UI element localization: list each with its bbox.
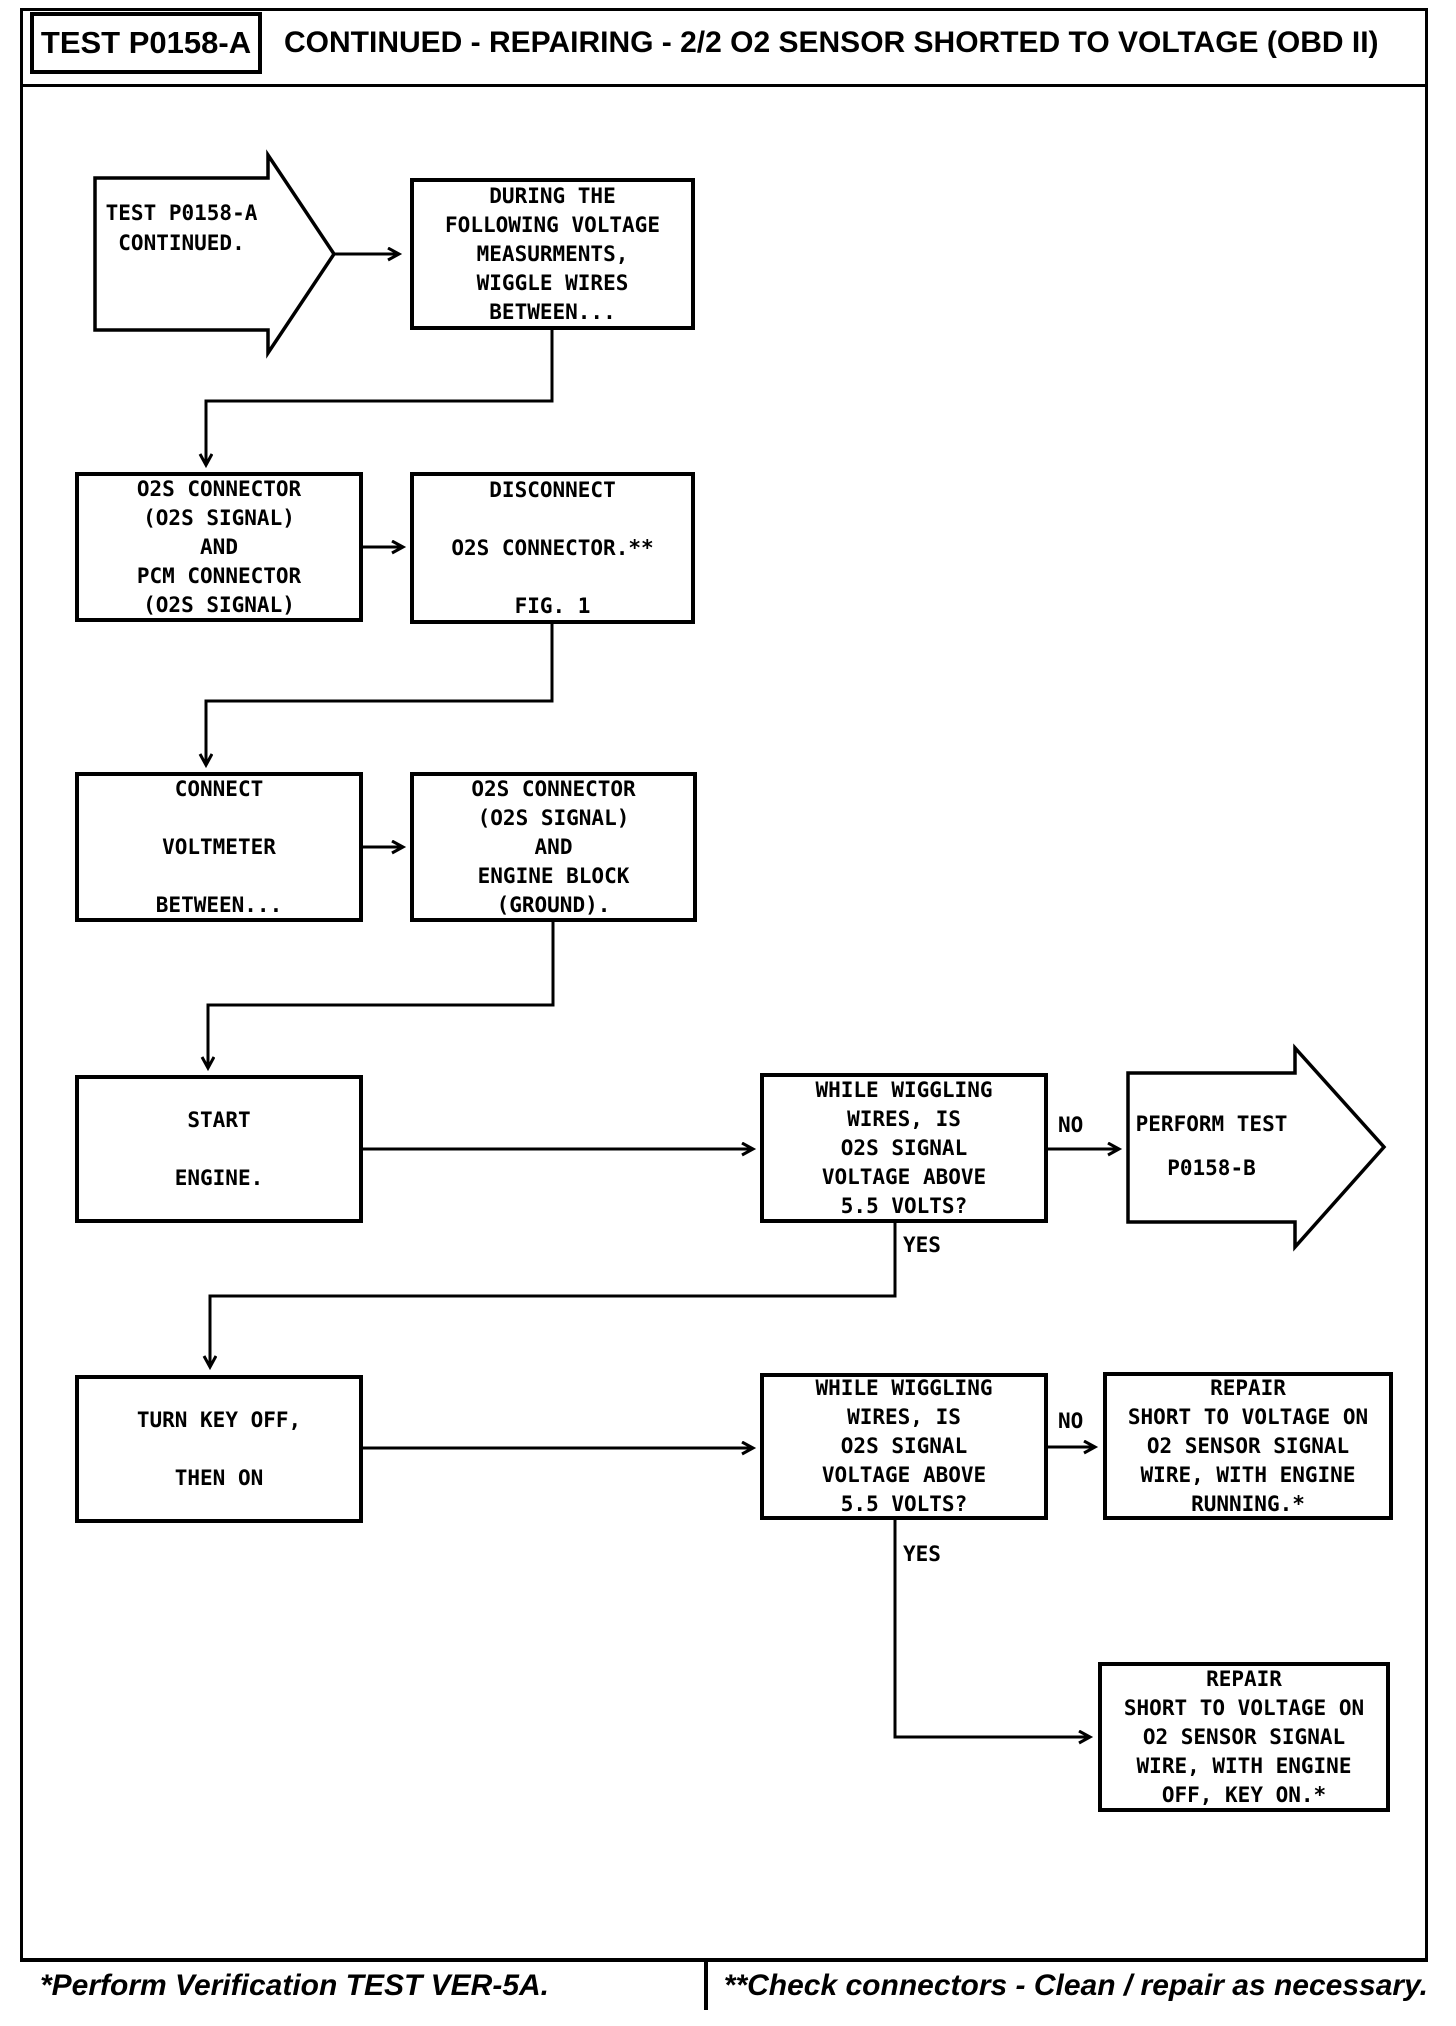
node-line: WIGGLE WIRES xyxy=(476,270,629,295)
node-continued-entry: TEST P0158-A CONTINUED. xyxy=(95,198,268,258)
footer-note-connectors: **Check connectors - Clean / repair as n… xyxy=(703,1962,1428,2010)
edge-engine-block-to-start-engine xyxy=(208,922,555,1067)
node-line: ENGINE BLOCK xyxy=(477,863,630,888)
node-line: VOLTAGE ABOVE xyxy=(821,1463,987,1487)
edge-decision1-yes xyxy=(210,1223,897,1366)
node-line: P0158-B xyxy=(1167,1156,1256,1180)
node-line: REPAIR xyxy=(1210,1375,1286,1400)
node-line: SHORT TO VOLTAGE ON xyxy=(1127,1404,1369,1429)
node-line: WIRE, WITH ENGINE xyxy=(1136,1753,1352,1778)
node-line: ENGINE. xyxy=(174,1165,264,1190)
footer-note-verification: *Perform Verification TEST VER-5A. xyxy=(40,1969,550,2002)
node-line: (O2S SIGNAL) xyxy=(143,592,295,617)
edge-during-to-o2s-pcm xyxy=(206,330,554,464)
node-line: O2 SENSOR SIGNAL xyxy=(1146,1433,1350,1458)
node-line: DISCONNECT xyxy=(489,477,616,502)
node-o2s-engine-block: O2S CONNECTOR (O2S SIGNAL) AND ENGINE BL… xyxy=(410,772,697,922)
node-line: FIG. 1 xyxy=(514,593,591,618)
node-perform-test: PERFORM TEST P0158-B xyxy=(1128,1102,1295,1190)
node-decision-wiggle-2: WHILE WIGGLING WIRES, IS O2S SIGNAL VOLT… xyxy=(760,1373,1048,1520)
node-line: PERFORM TEST xyxy=(1135,1112,1288,1136)
test-id-label: TEST P0158-A xyxy=(40,25,252,60)
edge-label-yes-1: YES xyxy=(903,1233,941,1257)
node-line: O2S CONNECTOR xyxy=(136,476,302,501)
node-line: WIRES, IS xyxy=(847,1405,961,1429)
node-line: FOLLOWING VOLTAGE xyxy=(445,212,660,237)
node-line: WIRE, WITH ENGINE xyxy=(1140,1462,1356,1487)
footer-notes: *Perform Verification TEST VER-5A. **Che… xyxy=(20,1958,1428,2010)
node-line: O2 SENSOR SIGNAL xyxy=(1142,1724,1346,1749)
node-line: TEST P0158-A xyxy=(105,201,258,225)
edge-decision2-yes xyxy=(893,1520,1089,1737)
node-line: (O2S SIGNAL) xyxy=(477,805,630,830)
node-line: CONNECT xyxy=(174,776,264,801)
node-turn-key-off: TURN KEY OFF, THEN ON xyxy=(75,1375,363,1523)
node-line: WHILE WIGGLING xyxy=(815,1077,993,1102)
node-line: PCM CONNECTOR xyxy=(136,563,302,588)
node-decision-wiggle-1: WHILE WIGGLING WIRES, IS O2S SIGNAL VOLT… xyxy=(760,1073,1048,1223)
node-line: (GROUND). xyxy=(496,892,611,917)
header-divider-line xyxy=(20,84,1428,87)
node-line: O2S SIGNAL xyxy=(840,1135,968,1160)
node-line: OFF, KEY ON.* xyxy=(1161,1782,1327,1807)
node-line: BETWEEN... xyxy=(489,299,616,324)
pentagon-continued-entry xyxy=(93,149,337,359)
node-line: O2S CONNECTOR.** xyxy=(451,535,654,560)
node-line: AND xyxy=(200,534,238,559)
node-start-engine: START ENGINE. xyxy=(75,1075,363,1223)
node-line: THEN ON xyxy=(174,1465,264,1490)
node-line: WIRES, IS xyxy=(847,1106,961,1131)
test-id-box: TEST P0158-A xyxy=(30,12,262,74)
node-line: RUNNING.* xyxy=(1191,1491,1305,1516)
node-line: CONTINUED. xyxy=(118,231,245,255)
node-connect-voltmeter: CONNECT VOLTMETER BETWEEN... xyxy=(75,772,363,922)
node-line: DURING THE xyxy=(489,183,616,208)
node-during-measurements: DURING THE FOLLOWING VOLTAGE MEASURMENTS… xyxy=(410,178,695,330)
node-line: (O2S SIGNAL) xyxy=(143,505,295,530)
node-repair-engine-running: REPAIR SHORT TO VOLTAGE ON O2 SENSOR SIG… xyxy=(1103,1372,1393,1520)
node-line: TURN KEY OFF, xyxy=(136,1407,302,1432)
node-line: BETWEEN... xyxy=(155,892,283,917)
edge-disconnect-to-connect-voltmeter xyxy=(206,624,554,764)
node-line: O2S CONNECTOR xyxy=(471,776,636,801)
node-line: MEASURMENTS, xyxy=(476,241,629,266)
node-line: 5.5 VOLTS? xyxy=(840,1492,968,1516)
node-line: VOLTAGE ABOVE xyxy=(821,1164,987,1189)
node-repair-key-on: REPAIR SHORT TO VOLTAGE ON O2 SENSOR SIG… xyxy=(1098,1662,1390,1812)
node-line: WHILE WIGGLING xyxy=(815,1376,993,1400)
node-line: START xyxy=(187,1107,251,1132)
node-line: 5.5 VOLTS? xyxy=(840,1193,968,1218)
node-line: REPAIR xyxy=(1206,1666,1282,1691)
node-line: SHORT TO VOLTAGE ON xyxy=(1123,1695,1365,1720)
edge-label-yes-2: YES xyxy=(903,1542,941,1566)
edge-label-no-2: NO xyxy=(1058,1409,1084,1433)
node-line: VOLTMETER xyxy=(162,834,276,859)
page-title: CONTINUED - REPAIRING - 2/2 O2 SENSOR SH… xyxy=(284,26,1379,59)
node-disconnect-o2s: DISCONNECT O2S CONNECTOR.** FIG. 1 xyxy=(410,472,695,624)
edge-label-no-1: NO xyxy=(1058,1113,1084,1137)
pentagon-perform-test xyxy=(1126,1043,1387,1252)
node-line: AND xyxy=(534,834,573,859)
node-o2s-pcm-connectors: O2S CONNECTOR (O2S SIGNAL) AND PCM CONNE… xyxy=(75,472,363,622)
node-line: O2S SIGNAL xyxy=(840,1434,968,1458)
